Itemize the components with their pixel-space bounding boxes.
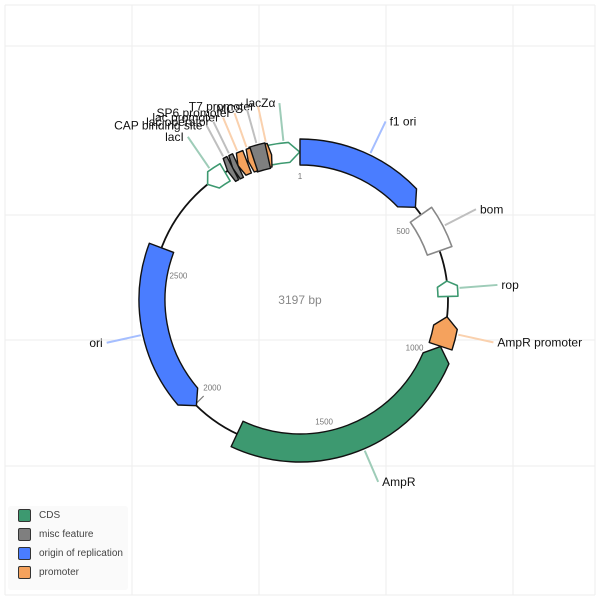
- tick-label: 2500: [170, 271, 188, 280]
- feature-lac-promoter: [235, 149, 253, 176]
- leader-line: [205, 124, 224, 157]
- feature-ampr: [230, 345, 450, 463]
- legend-item-origin: origin of replication: [8, 544, 128, 563]
- feature-sp6-promoter: [245, 147, 259, 173]
- tick-label: 1500: [315, 418, 333, 427]
- label-ampr-promoter: AmpR promoter: [497, 335, 582, 349]
- feature-lac-operator: [228, 153, 245, 180]
- tick-label: 1: [298, 172, 303, 181]
- label-f1-ori: f1 ori: [390, 114, 417, 128]
- feature-ori: [138, 242, 199, 407]
- label-sp6-promoter: SP6 promoter: [156, 106, 230, 120]
- feature-rop: [436, 280, 459, 298]
- feature-f1-ori: [299, 138, 418, 209]
- cds-swatch: [18, 509, 31, 522]
- legend-item-cds: CDS: [8, 506, 128, 525]
- leader-line: [186, 136, 211, 169]
- leader-line: [245, 108, 258, 144]
- label-t7-promoter: T7 promoter: [189, 99, 254, 113]
- leader-line: [458, 333, 494, 344]
- legend-item-promoter: promoter: [8, 563, 128, 582]
- leader-line: [444, 208, 477, 227]
- label-laci: lacI: [165, 130, 184, 144]
- legend-label: origin of replication: [39, 548, 123, 559]
- tick-mark: [196, 395, 205, 404]
- legend-label: CDS: [39, 510, 61, 521]
- label-cap-binding-site: CAP binding site: [114, 118, 203, 132]
- leader-line: [257, 106, 267, 142]
- legend-item-misc-feature: misc feature: [8, 525, 128, 544]
- label-rop: rop: [501, 278, 519, 292]
- leader-line: [459, 283, 498, 289]
- feature-ampr-promoter: [428, 316, 458, 351]
- label-bom: bom: [480, 202, 503, 216]
- leader-line: [222, 117, 238, 152]
- legend: CDS misc feature origin of replication p…: [8, 506, 128, 590]
- origin-swatch: [18, 547, 31, 560]
- leader-line: [233, 112, 248, 148]
- leader-line: [212, 121, 230, 154]
- label-mcs: MCS: [216, 102, 243, 116]
- label-lac-operator: lac operator: [146, 115, 209, 129]
- label-lacz: lacZα: [246, 96, 276, 110]
- feature-mcs: [248, 142, 272, 173]
- plasmid-length-label: 3197 bp: [278, 293, 322, 307]
- leader-line: [363, 450, 380, 483]
- legend-label: promoter: [39, 567, 80, 578]
- background-grid: [4, 4, 596, 596]
- legend-label: misc feature: [39, 529, 94, 540]
- tick-label: 2000: [203, 384, 221, 393]
- promoter-swatch: [18, 566, 31, 579]
- tick-label: 1000: [406, 343, 424, 352]
- label-lac-promoter: lac promoter: [152, 111, 219, 125]
- feature-bom: [409, 206, 453, 256]
- label-ampr: AmpR: [382, 475, 416, 489]
- misc-feature-swatch: [18, 528, 31, 541]
- leader-line: [369, 121, 387, 154]
- feature-lacz: [266, 141, 301, 166]
- leader-line: [278, 102, 285, 141]
- label-ori: ori: [89, 336, 102, 350]
- leader-line: [106, 334, 142, 344]
- feature-laci: [206, 162, 231, 189]
- tick-label: 500: [396, 227, 410, 236]
- feature-group: [138, 138, 459, 463]
- feature-cap-binding-site: [222, 155, 240, 183]
